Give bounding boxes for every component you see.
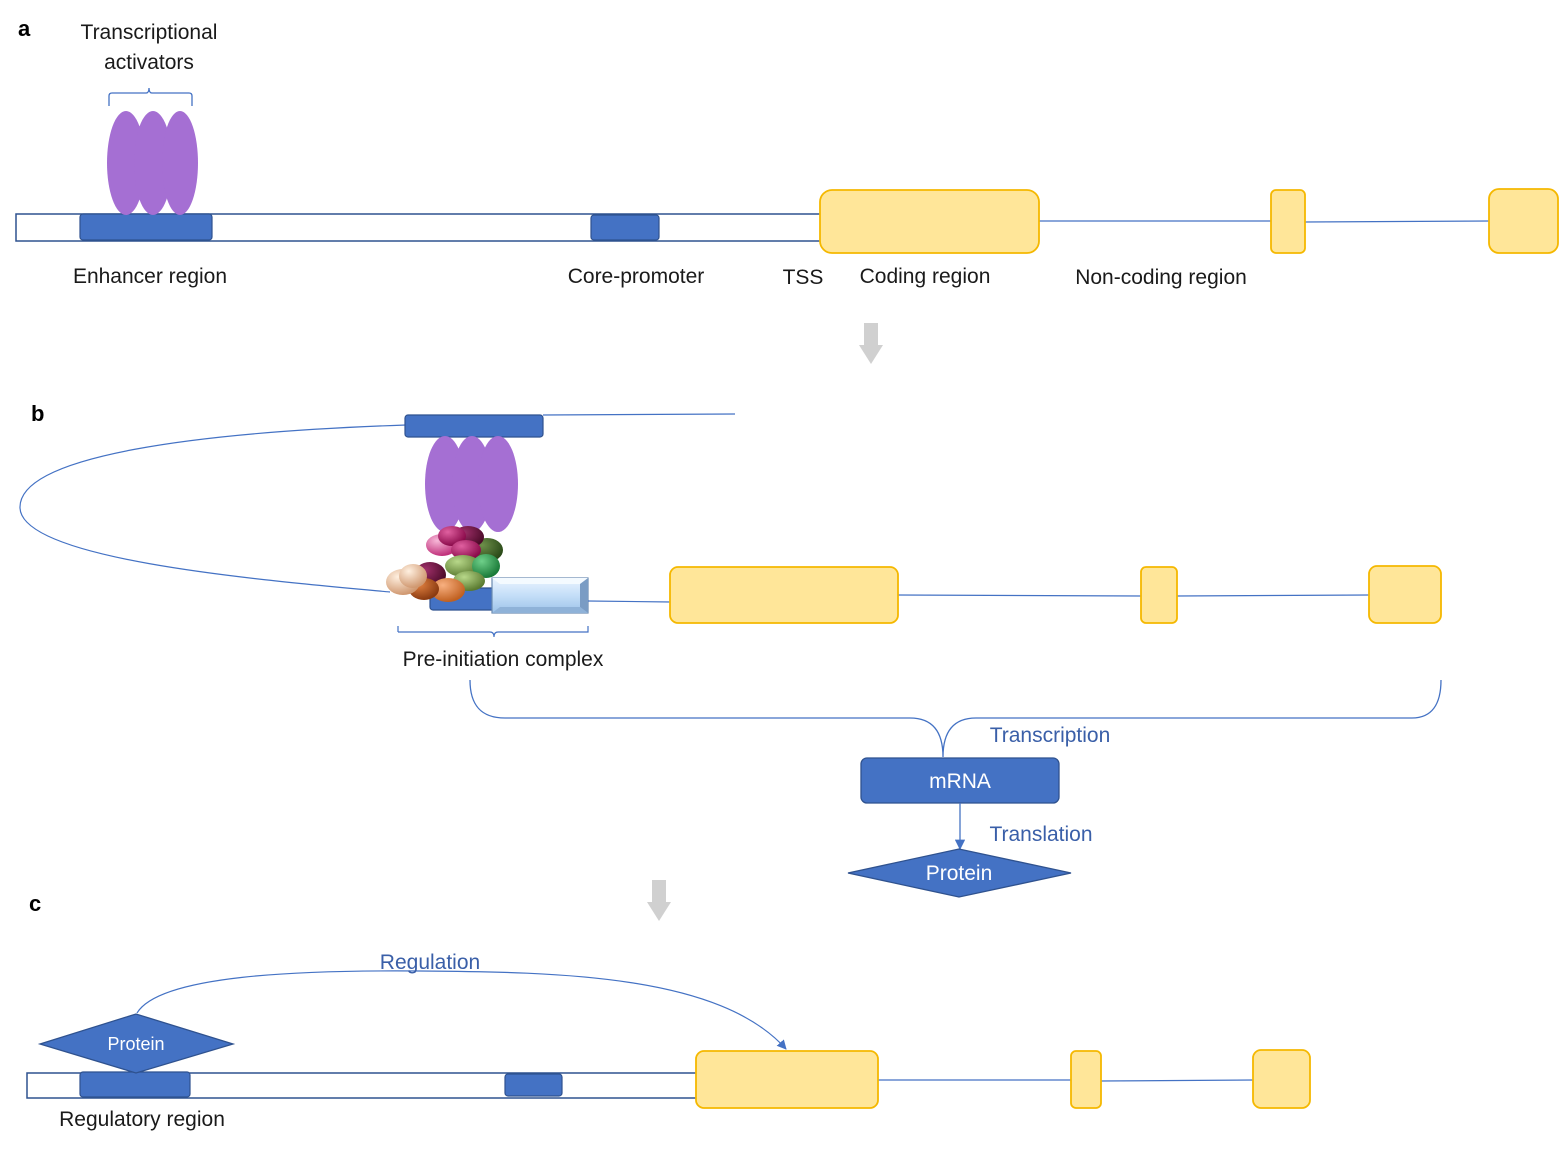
transcription-label: Transcription <box>990 724 1111 747</box>
mrna-label: mRNA <box>929 770 991 793</box>
exon-3-a <box>1488 188 1559 254</box>
down-arrow-icon <box>859 323 883 364</box>
pre-initiation-complex <box>386 526 503 602</box>
exon-2-a <box>1270 189 1306 254</box>
exon-3-b <box>1368 565 1442 624</box>
regulatory-region-label: Regulatory region <box>59 1108 225 1131</box>
enhancer-region-label: Enhancer region <box>73 265 227 288</box>
panel-c-label: c <box>29 891 41 916</box>
tss-label: TSS <box>783 266 824 289</box>
activators-label-line2: activators <box>104 51 194 74</box>
dna-loop <box>19 424 407 593</box>
coding-region-exon-a <box>819 189 1040 254</box>
panel-b-label: b <box>31 401 44 426</box>
regulation-label: Regulation <box>380 951 480 974</box>
core-promoter-block-c <box>504 1073 563 1097</box>
pic-bracket <box>397 626 589 638</box>
core-promoter-block <box>590 214 660 241</box>
enhancer-region-block <box>79 213 213 241</box>
regulation-arrow <box>136 970 787 1050</box>
regulatory-region-block <box>79 1071 191 1098</box>
transcriptional-activators-a <box>107 111 198 215</box>
core-promoter-label: Core-promoter <box>568 265 705 288</box>
panel-a-label: a <box>18 16 31 41</box>
protein-label-b: Protein <box>926 862 993 885</box>
activators-label-line1: Transcriptional <box>81 21 218 44</box>
enhancer-block-b <box>404 414 544 438</box>
coding-region-exon-c <box>695 1050 879 1109</box>
coding-region-label: Coding region <box>860 265 991 288</box>
transcription-bracket <box>469 679 1442 758</box>
protein-diamond-b <box>847 848 1072 898</box>
activators-bracket <box>108 87 193 106</box>
exon-2-c <box>1070 1050 1102 1109</box>
exon-2-b <box>1140 566 1178 624</box>
transcriptional-activators-b <box>425 436 518 532</box>
non-coding-region-label: Non-coding region <box>1075 266 1247 289</box>
exon-3-c <box>1252 1049 1311 1109</box>
pre-initiation-complex-label: Pre-initiation complex <box>403 648 604 671</box>
coding-region-exon-b <box>669 566 899 624</box>
translation-label: Translation <box>989 823 1092 846</box>
protein-diamond-c <box>37 1013 236 1074</box>
protein-label-c: Protein <box>107 1034 164 1054</box>
polymerase-bar <box>491 577 589 614</box>
down-arrow-icon <box>647 880 671 921</box>
